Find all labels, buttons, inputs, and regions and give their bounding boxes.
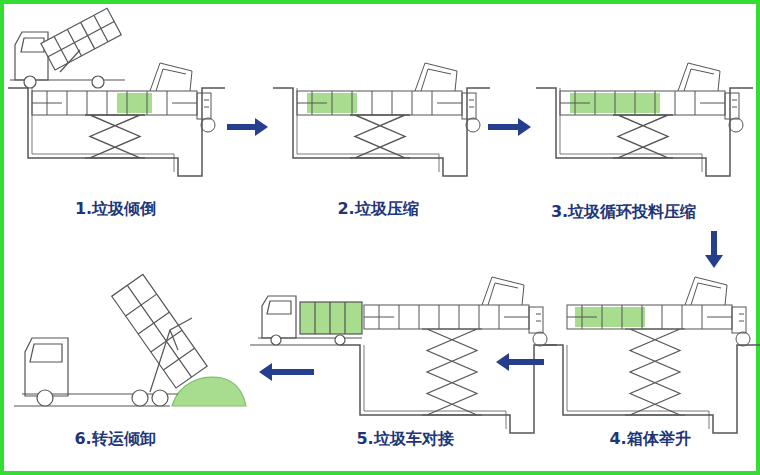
step-caption: 1.垃圾倾倒: [73, 199, 158, 218]
pit-station: [8, 63, 225, 176]
flow-arrow: [711, 231, 717, 256]
pit-station: [536, 63, 753, 176]
dump-truck: [10, 8, 125, 88]
unloading-truck: [14, 274, 246, 406]
flow-arrow: [271, 369, 314, 375]
step-caption: 5.垃圾车对接: [354, 429, 455, 448]
flow-arrow: [508, 359, 544, 365]
flow-arrow: [227, 124, 256, 130]
step-panel: 6.转运倾卸: [5, 272, 255, 454]
step-panel: 5.垃圾车对接: [318, 272, 492, 454]
step-panel: 1.垃圾倾倒: [8, 12, 223, 224]
step-caption: 3.垃圾循环投料压缩: [549, 202, 698, 221]
docking-truck: [250, 296, 362, 345]
arrow-head: [496, 353, 509, 371]
arrow-head: [255, 118, 268, 136]
arrow-head: [705, 255, 723, 268]
step-panel: 2.垃圾压缩: [272, 12, 484, 224]
arrow-head: [518, 118, 531, 136]
step-panel: 4.箱体举升: [548, 272, 752, 454]
step-caption: 2.垃圾压缩: [335, 199, 420, 218]
pit-station-lifted: [543, 277, 760, 433]
step-caption: 6.转运倾卸: [72, 429, 157, 448]
flow-arrow: [488, 124, 519, 130]
arrow-head: [259, 363, 272, 381]
pit-station: [273, 63, 490, 176]
pit-station-lifted: [340, 277, 557, 433]
step-panel: 3.垃圾循环投料压缩: [535, 12, 752, 227]
step-caption: 4.箱体举升: [607, 429, 692, 448]
